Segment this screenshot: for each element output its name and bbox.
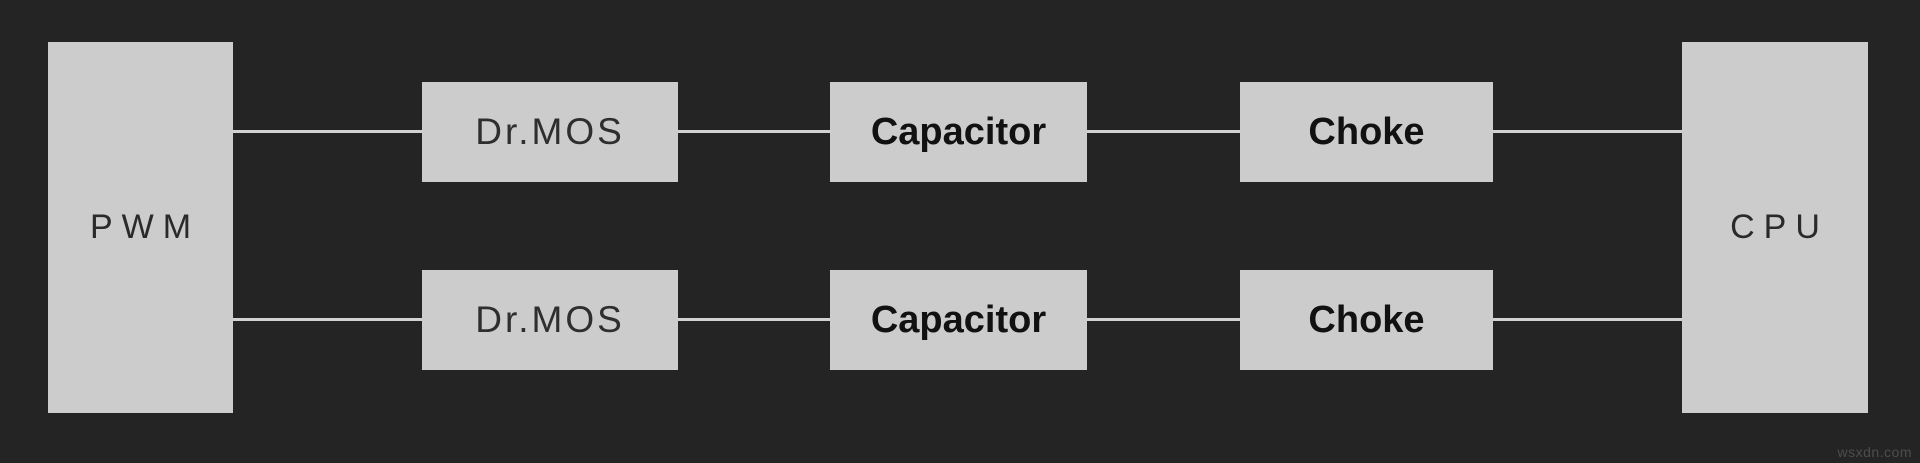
- node-cpu-label: CPU: [1730, 208, 1829, 246]
- node-cpu: CPU: [1682, 42, 1868, 413]
- wire-pwm-to-drmos-phase1: [233, 130, 422, 133]
- node-pwm: PWM: [48, 42, 233, 413]
- node-drmos-phase1: Dr.MOS: [422, 82, 678, 182]
- wire-choke-to-cpu-phase1: [1493, 130, 1682, 133]
- watermark-text: wsxdn.com: [1837, 444, 1912, 460]
- node-drmos-phase2: Dr.MOS: [422, 270, 678, 370]
- wire-pwm-to-drmos-phase2: [233, 318, 422, 321]
- node-capacitor-phase1: Capacitor: [830, 82, 1087, 182]
- node-pwm-label: PWM: [89, 208, 201, 246]
- node-choke-phase1-label: Choke: [1308, 110, 1425, 153]
- node-choke-phase2-label: Choke: [1308, 298, 1425, 341]
- wire-capacitor-to-choke-phase1: [1087, 130, 1240, 133]
- wire-drmos-to-capacitor-phase1: [678, 130, 830, 133]
- node-choke-phase2: Choke: [1240, 270, 1493, 370]
- node-capacitor-phase2-label: Capacitor: [870, 298, 1047, 341]
- wire-drmos-to-capacitor-phase2: [678, 318, 830, 321]
- node-drmos-phase1-label: Dr.MOS: [475, 111, 625, 152]
- wire-choke-to-cpu-phase2: [1493, 318, 1682, 321]
- node-capacitor-phase1-label: Capacitor: [870, 110, 1047, 153]
- node-capacitor-phase2: Capacitor: [830, 270, 1087, 370]
- node-choke-phase1: Choke: [1240, 82, 1493, 182]
- node-drmos-phase2-label: Dr.MOS: [475, 299, 625, 340]
- wire-capacitor-to-choke-phase2: [1087, 318, 1240, 321]
